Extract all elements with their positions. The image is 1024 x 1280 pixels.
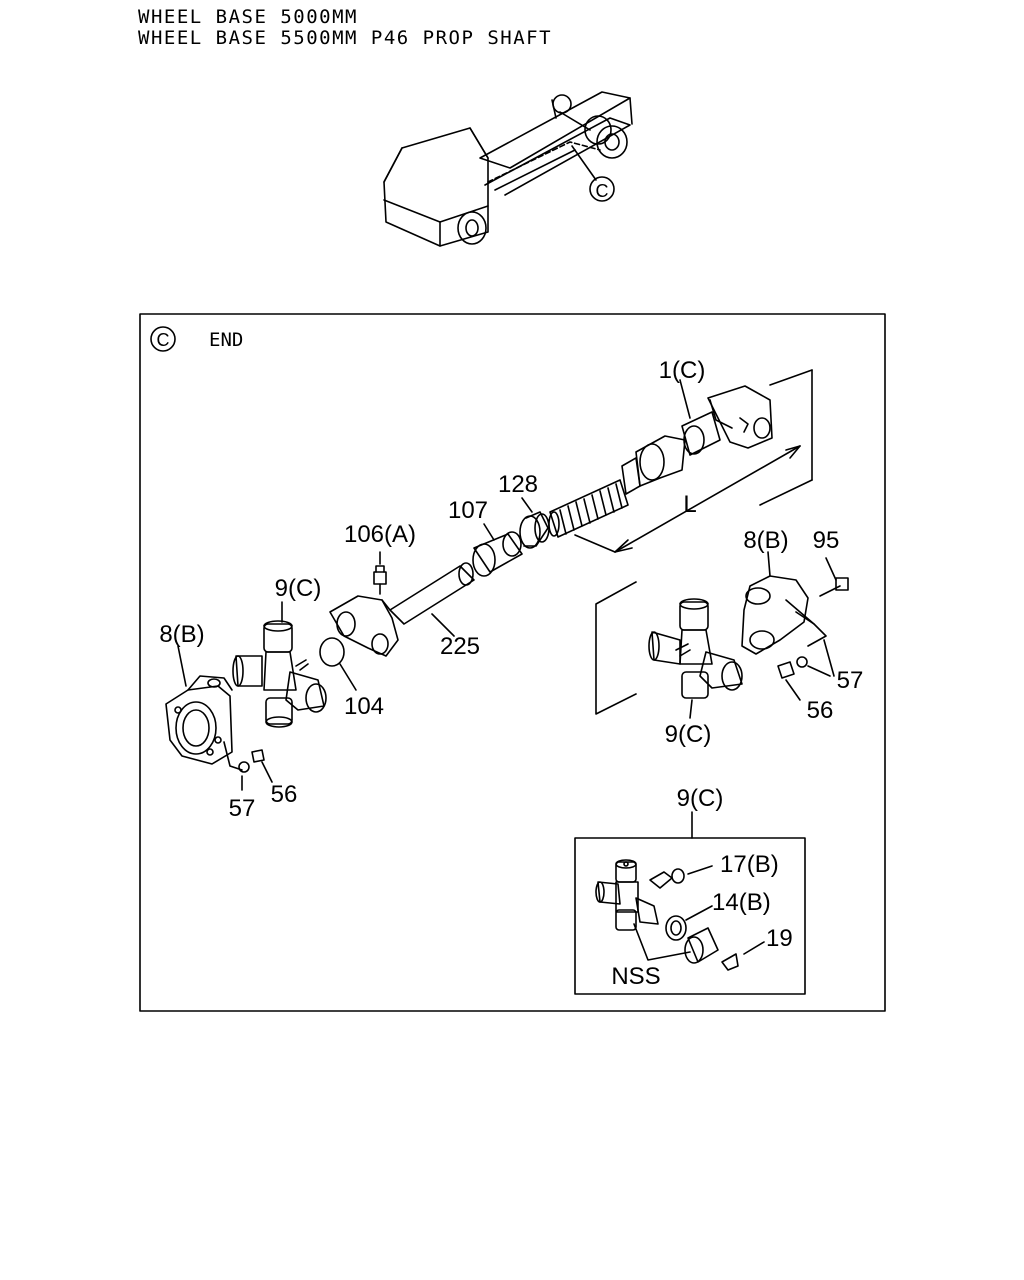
label-225: 225 xyxy=(440,633,480,660)
seal-128-part xyxy=(519,511,550,549)
label-19: 19 xyxy=(766,925,793,952)
splined-shaft-part xyxy=(548,479,629,538)
inset-leaders xyxy=(633,865,765,961)
truck-overview-illustration xyxy=(383,91,633,247)
universal-joint-left-part xyxy=(232,601,327,728)
label-107: 107 xyxy=(448,497,488,524)
flange-yoke-right-part xyxy=(741,551,827,655)
label-1c: 1(C) xyxy=(659,357,706,384)
view-label: END xyxy=(209,329,243,351)
leader-225 xyxy=(431,613,455,637)
leader-104 xyxy=(339,663,357,691)
label-nss: NSS xyxy=(611,963,660,990)
sleeve-yoke-part xyxy=(621,385,773,495)
o-ring-104-part xyxy=(319,637,345,667)
tube-yoke-225-part xyxy=(329,562,475,657)
inset-title: 9(C) xyxy=(677,785,724,812)
label-57-left: 57 xyxy=(229,795,256,822)
view-symbol-letter: C xyxy=(157,330,170,350)
washer-nut-right-part xyxy=(777,656,831,701)
header-line-2: WHEEL BASE 5500MM P46 PROP SHAFT xyxy=(138,27,553,49)
label-128: 128 xyxy=(498,471,538,498)
label-57-right: 57 xyxy=(837,667,864,694)
inset-frame xyxy=(574,837,806,995)
callout-circle xyxy=(589,176,615,202)
label-104: 104 xyxy=(344,693,384,720)
bolt-95-part xyxy=(819,557,849,597)
grease-fitting-part xyxy=(373,551,387,595)
label-8b-right: 8(B) xyxy=(743,527,788,554)
flange-yoke-left-part xyxy=(165,645,233,765)
detail-frame xyxy=(139,313,886,1012)
label-56-left: 56 xyxy=(271,781,298,808)
label-106a: 106(A) xyxy=(344,521,416,548)
washer-nut-left-part xyxy=(223,741,273,791)
dimension-label: L xyxy=(683,491,696,518)
view-symbol-circle xyxy=(150,326,176,352)
dimension-l-lines xyxy=(574,369,813,553)
header-line-1: WHEEL BASE 5000MM xyxy=(138,6,358,28)
callout-letter: C xyxy=(596,181,609,201)
label-9c-right: 9(C) xyxy=(665,721,712,748)
inset-universal-joint-part xyxy=(595,859,739,971)
universal-joint-right-part xyxy=(595,581,743,719)
sleeve-107-part xyxy=(472,531,523,577)
label-17b: 17(B) xyxy=(720,851,779,878)
main-leaders xyxy=(679,379,835,677)
label-56-right: 56 xyxy=(807,697,834,724)
leader-128 xyxy=(521,497,533,513)
label-95: 95 xyxy=(813,527,840,554)
label-14b: 14(B) xyxy=(712,889,771,916)
leader-107 xyxy=(483,523,495,541)
label-8b-left: 8(B) xyxy=(159,621,204,648)
label-9c-left: 9(C) xyxy=(275,575,322,602)
